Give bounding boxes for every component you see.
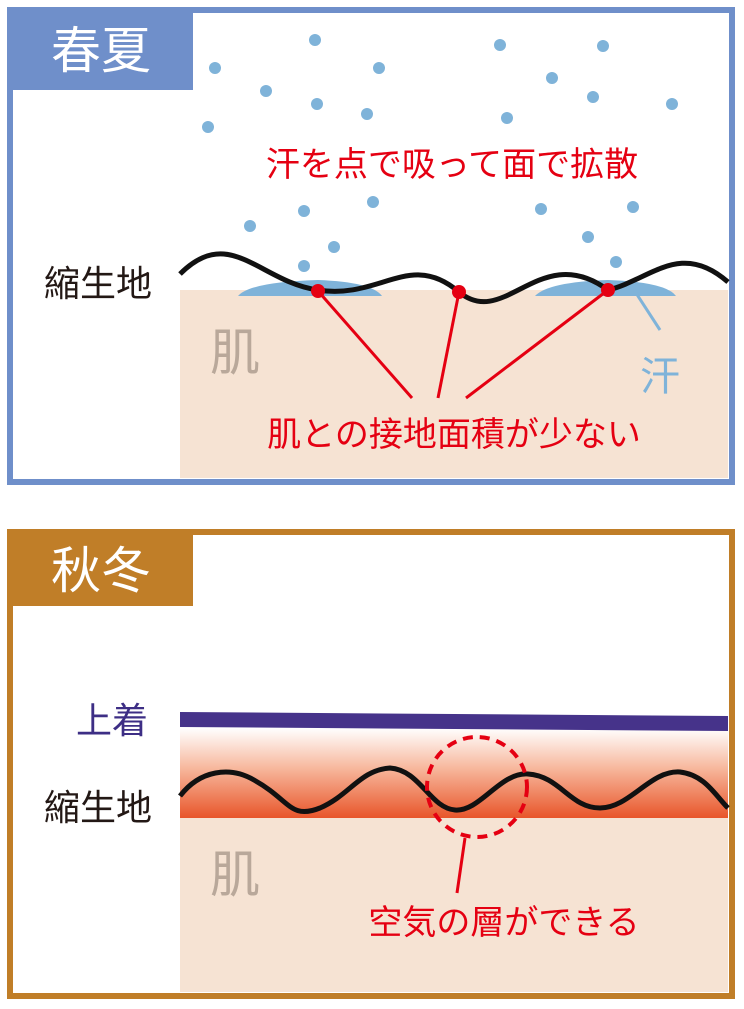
outer-layer-label: 上着 — [76, 701, 148, 742]
spring-fabric-label: 縮生地 — [44, 264, 152, 305]
sweat-dot — [587, 91, 599, 103]
contact-leader-lines — [316, 288, 609, 400]
autumn-tab — [10, 532, 193, 606]
autumn-skin-area — [180, 818, 728, 992]
sweat-dot — [582, 231, 594, 243]
autumn-tab-label: 秋冬 — [51, 542, 151, 600]
sweat-leader-line — [632, 289, 662, 331]
spring-summer-panel: 春夏 — [7, 7, 735, 485]
sweat-dot — [627, 201, 639, 213]
contact-point — [452, 285, 466, 299]
spring-tab-label: 春夏 — [51, 22, 151, 80]
sweat-dot — [367, 196, 379, 208]
sweat-dot — [361, 108, 373, 120]
sweat-dot — [494, 39, 506, 51]
sweat-dot — [298, 205, 310, 217]
air-leader-line — [455, 837, 467, 894]
autumn-winter-panel: 秋冬 上着 縮生地 肌 空気の層ができる — [7, 529, 735, 999]
sweat-label: 汗 — [640, 354, 680, 400]
contact-caption: 肌との接地面積が少ない — [267, 415, 641, 455]
sweat-dot — [535, 203, 547, 215]
air-caption: 空気の層ができる — [368, 903, 639, 943]
sweat-dot — [311, 98, 323, 110]
contact-point — [601, 283, 615, 297]
sweat-dot — [328, 241, 340, 253]
spring-tab — [10, 10, 193, 90]
spring-skin-label: 肌 — [210, 324, 260, 382]
sweat-dot — [202, 121, 214, 133]
contact-point — [311, 284, 325, 298]
diffusion-caption: 汗を点で吸って面で拡散 — [266, 145, 638, 185]
air-layer-highlight — [425, 735, 529, 839]
autumn-skin-label: 肌 — [210, 846, 260, 904]
sweat-dot — [298, 260, 310, 272]
sweat-particles — [202, 34, 678, 272]
sweat-dot — [209, 62, 221, 74]
autumn-fabric-wave — [178, 765, 730, 815]
outer-layer-bar — [180, 712, 728, 731]
sweat-dot — [373, 62, 385, 74]
contact-points — [311, 283, 615, 299]
sweat-dot — [260, 85, 272, 97]
sweat-dot — [309, 34, 321, 46]
sweat-dot — [610, 256, 622, 268]
sweat-dot — [666, 98, 678, 110]
sweat-dot — [546, 72, 558, 84]
sweat-dot — [597, 40, 609, 52]
sweat-dot — [501, 112, 513, 124]
sweat-dot — [244, 220, 256, 232]
autumn-fabric-label: 縮生地 — [44, 788, 152, 829]
